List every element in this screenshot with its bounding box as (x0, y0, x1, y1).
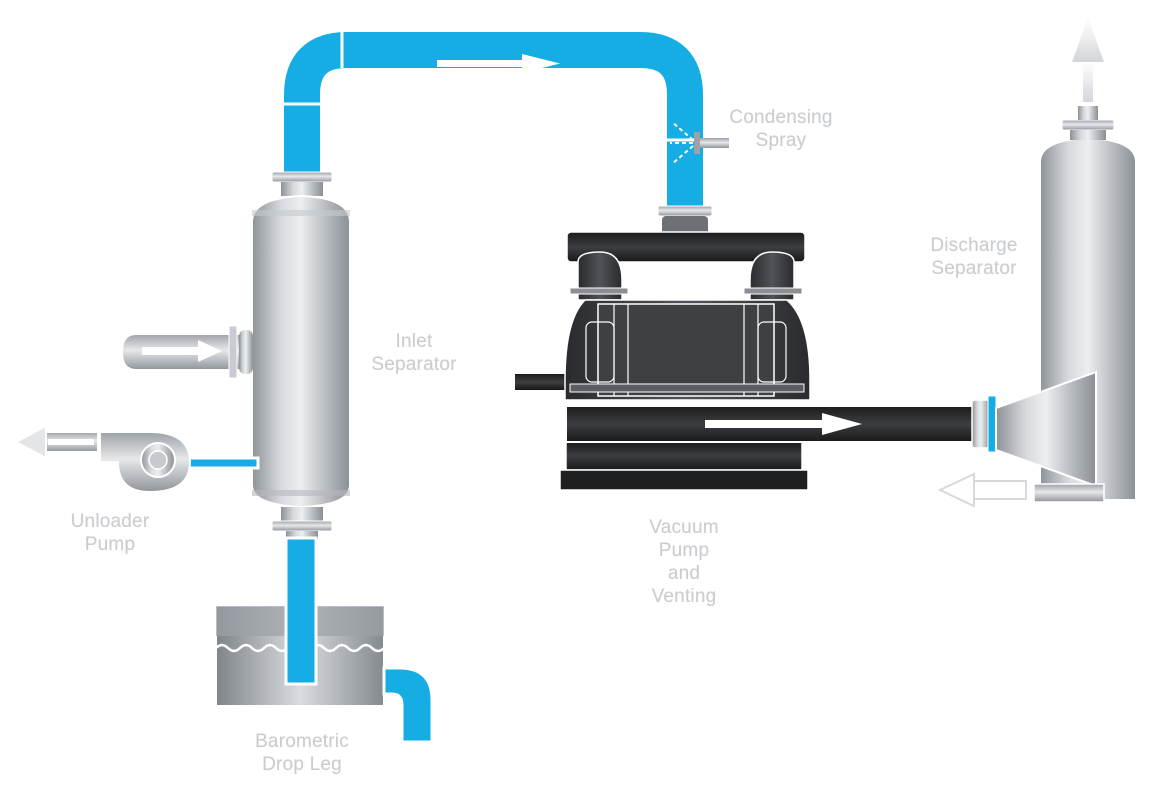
flow-arrow-icon (142, 340, 222, 362)
vacuum-pump (515, 231, 811, 491)
vent-arrow-icon (13, 424, 99, 460)
unloader-pump (99, 431, 260, 494)
discharge-separator (995, 106, 1137, 503)
vapor-pipe (280, 28, 707, 215)
flow-arrow-icon (705, 413, 862, 435)
vent-arrow-icon (1072, 18, 1104, 102)
vent-arrow-icon (937, 472, 1027, 508)
spray-nozzle-icon (670, 121, 729, 165)
flow-arrow-icon (437, 54, 560, 73)
barometric-drop-leg (215, 536, 434, 744)
inlet-separator (251, 171, 351, 539)
